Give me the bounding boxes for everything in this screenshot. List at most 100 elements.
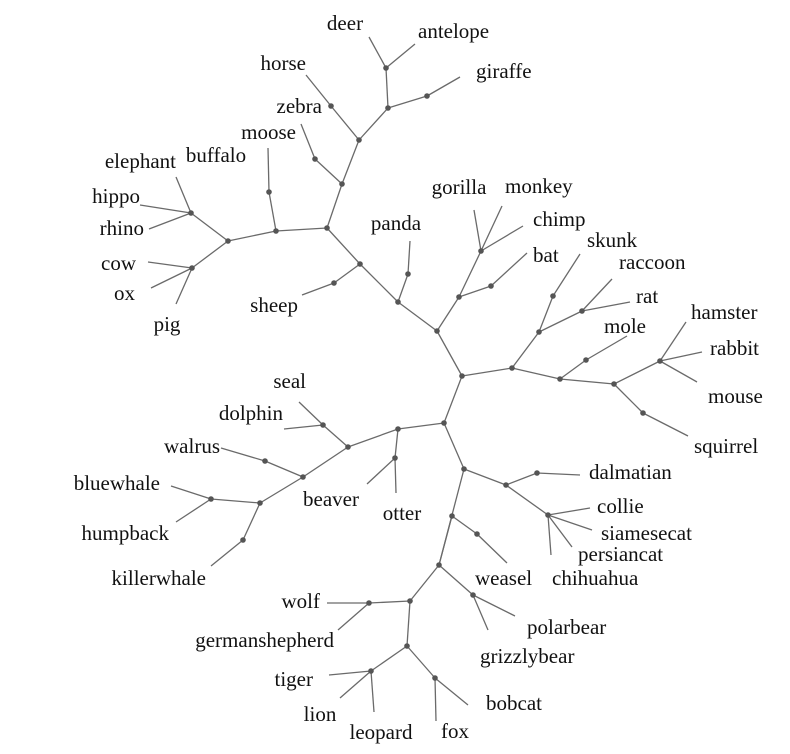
internal-node bbox=[189, 265, 195, 271]
internal-node bbox=[407, 598, 413, 604]
branch-a-d bbox=[559, 359, 587, 380]
branch-h-i bbox=[322, 424, 349, 448]
branch-o-beaver bbox=[366, 457, 396, 485]
branch-W-a bbox=[511, 367, 561, 380]
internal-node bbox=[509, 365, 515, 371]
internal-node bbox=[188, 210, 194, 216]
branch-X-Y bbox=[538, 295, 554, 333]
leaf-label-polarbear: polarbear bbox=[527, 615, 606, 639]
branch-g-o bbox=[394, 428, 399, 459]
branch-u-weasel bbox=[476, 533, 508, 564]
internal-node bbox=[488, 283, 494, 289]
leaf-label-giraffe: giraffe bbox=[476, 59, 532, 83]
branch-v-t bbox=[438, 515, 453, 566]
leaf-label-antelope: antelope bbox=[418, 19, 489, 43]
internal-node bbox=[266, 189, 272, 195]
leaf-label-otter: otter bbox=[383, 501, 421, 525]
internal-node bbox=[534, 470, 540, 476]
branch-s-persiancat bbox=[547, 514, 573, 548]
leaf-label-squirrel: squirrel bbox=[694, 434, 758, 458]
branch-AA-lion bbox=[339, 670, 372, 699]
internal-node bbox=[456, 294, 462, 300]
leaf-label-chimp: chimp bbox=[533, 207, 586, 231]
branch-q-s bbox=[505, 484, 549, 516]
branch-H-hippo bbox=[139, 204, 192, 214]
branch-f-p bbox=[443, 422, 465, 470]
internal-node bbox=[385, 105, 391, 111]
leaf-label-lion: lion bbox=[304, 702, 337, 726]
internal-node bbox=[441, 420, 447, 426]
leaf-label-skunk: skunk bbox=[587, 228, 638, 252]
internal-node bbox=[383, 65, 389, 71]
branch-z-AB bbox=[406, 645, 436, 679]
branch-v-y bbox=[438, 564, 474, 596]
branch-E-F bbox=[275, 227, 328, 232]
branch-i-dolphin bbox=[283, 424, 324, 430]
branch-L-M bbox=[385, 67, 389, 109]
branch-P-moose bbox=[300, 123, 316, 160]
branch-p-q bbox=[463, 468, 507, 486]
branch-K-zebra bbox=[330, 105, 360, 141]
internal-node bbox=[320, 422, 326, 428]
internal-node bbox=[345, 444, 351, 450]
leaf-label-raccoon: raccoon bbox=[619, 250, 686, 274]
leaf-label-dalmatian: dalmatian bbox=[589, 460, 672, 484]
branch-s-siamesecat bbox=[547, 514, 593, 531]
branch-e-squirrel bbox=[642, 412, 689, 437]
internal-node bbox=[324, 225, 330, 231]
internal-node bbox=[449, 513, 455, 519]
leaf-label-persiancat: persiancat bbox=[578, 542, 663, 566]
branch-l-m bbox=[210, 498, 261, 504]
branch-i-seal bbox=[298, 401, 324, 426]
branch-C-f bbox=[443, 375, 463, 424]
branch-V-bat bbox=[490, 252, 528, 287]
internal-node bbox=[392, 455, 398, 461]
branch-AB-bobcat bbox=[434, 677, 469, 706]
branch-v-w bbox=[409, 564, 440, 602]
internal-node bbox=[461, 466, 467, 472]
branch-G-I bbox=[191, 240, 229, 269]
branch-J-K bbox=[341, 139, 360, 185]
internal-node bbox=[478, 248, 484, 254]
internal-node bbox=[557, 376, 563, 382]
branch-L-O bbox=[387, 95, 428, 109]
branch-D-R bbox=[333, 263, 361, 284]
branch-M-antelope bbox=[385, 43, 416, 69]
branch-O-giraffe bbox=[426, 76, 461, 97]
leaf-label-siamesecat: siamesecat bbox=[601, 521, 692, 545]
branch-W-X bbox=[511, 331, 540, 369]
leaf-label-killerwhale: killerwhale bbox=[112, 566, 206, 590]
leaf-label-rhino: rhino bbox=[100, 216, 144, 240]
internal-node bbox=[366, 600, 372, 606]
internal-node bbox=[257, 500, 263, 506]
leaf-label-humpback: humpback bbox=[82, 521, 170, 545]
branch-q-r bbox=[505, 472, 538, 486]
leaf-label-horse: horse bbox=[261, 51, 307, 75]
leaf-label-tiger: tiger bbox=[275, 667, 313, 691]
internal-node bbox=[331, 280, 337, 286]
leaf-label-bobcat: bobcat bbox=[486, 691, 542, 715]
branch-B-S bbox=[397, 273, 409, 303]
branch-H-elephant bbox=[175, 176, 192, 214]
leaf-label-dolphin: dolphin bbox=[219, 401, 284, 425]
branch-U-monkey bbox=[480, 205, 503, 252]
branch-j-l bbox=[259, 476, 304, 504]
internal-node bbox=[424, 93, 430, 99]
branch-S-panda bbox=[407, 240, 411, 275]
leaf-label-ox: ox bbox=[114, 281, 136, 305]
branch-AB-fox bbox=[434, 677, 437, 722]
branch-I-ox bbox=[150, 267, 193, 289]
internal-node bbox=[470, 592, 476, 598]
internal-node bbox=[273, 228, 279, 234]
branch-w-x bbox=[368, 600, 411, 604]
internal-node bbox=[357, 261, 363, 267]
leaf-label-collie: collie bbox=[597, 494, 644, 518]
branch-AA-tiger bbox=[328, 670, 372, 676]
branch-R-sheep bbox=[301, 282, 335, 296]
internal-node bbox=[459, 373, 465, 379]
branch-B-D bbox=[359, 263, 399, 303]
branch-h-j bbox=[302, 446, 349, 478]
branch-U-chimp bbox=[480, 225, 524, 252]
leaf-label-mole: mole bbox=[604, 314, 646, 338]
branch-w-z bbox=[406, 600, 411, 647]
